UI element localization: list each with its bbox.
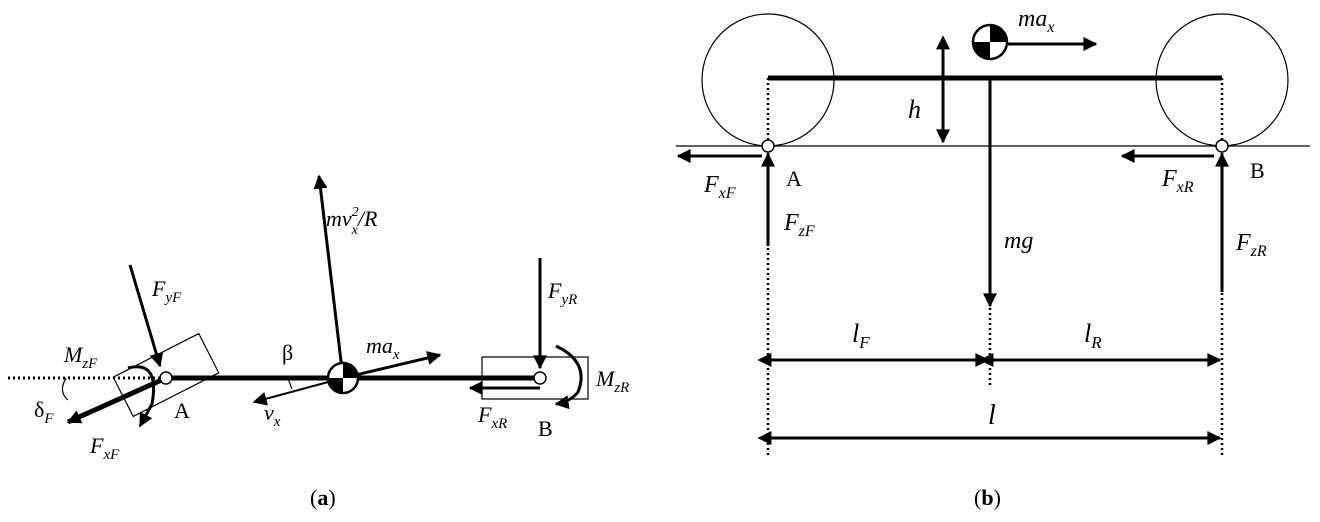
a-point-b-label: B	[538, 416, 553, 441]
panel-b: max h FxF A FzF mg FxR B FzR lF lR l (b)	[676, 6, 1310, 510]
b-pivot-b	[1215, 139, 1229, 153]
a-fyr-label: FyR	[547, 278, 577, 308]
b-mg-label: mg	[1004, 228, 1033, 254]
b-h-label: h	[908, 95, 921, 124]
a-delta-label: δF	[34, 397, 54, 427]
b-fzr-label: FzR	[1235, 230, 1267, 260]
b-lr-label: lR	[1084, 319, 1102, 352]
a-centripetal-arrow	[313, 174, 345, 379]
a-point-a-label: A	[174, 398, 190, 423]
a-cg-symbol	[326, 361, 360, 395]
b-pivot-a	[761, 139, 775, 153]
a-beta-label: β	[282, 340, 293, 365]
a-pivot-a	[159, 371, 173, 385]
a-vx-label: vx	[264, 400, 281, 430]
a-caption: (a)	[310, 485, 336, 510]
b-fzf-label: FzF	[783, 210, 815, 240]
a-beta-arc	[287, 377, 293, 390]
b-caption: (b)	[974, 485, 1001, 510]
a-fxf-arrow	[66, 375, 168, 425]
b-fxr-label: FxR	[1161, 166, 1194, 196]
b-point-b-label: B	[1250, 158, 1265, 183]
a-delta-arc	[61, 377, 69, 401]
b-fxf-label: FxF	[703, 172, 736, 202]
a-fxr-label: FxR	[477, 402, 507, 432]
a-pivot-b	[533, 371, 547, 385]
a-fyf-arrow	[128, 264, 164, 368]
b-cg-symbol	[971, 23, 1009, 61]
a-fyf-label: FyF	[151, 276, 182, 306]
b-point-a-label: A	[786, 166, 802, 191]
a-mzr-arrow	[554, 344, 583, 410]
b-l-label: l	[988, 400, 996, 431]
a-fxf-label: FxF	[89, 433, 120, 463]
b-max-label: max	[1018, 6, 1054, 36]
a-mzf-label: MzF	[63, 342, 98, 372]
b-lf-label: lF	[852, 319, 870, 352]
a-max-label: max	[366, 333, 400, 363]
a-mzr-label: MzR	[595, 366, 629, 396]
a-max-arrow	[342, 351, 442, 380]
a-mzf-arrow	[127, 365, 156, 428]
